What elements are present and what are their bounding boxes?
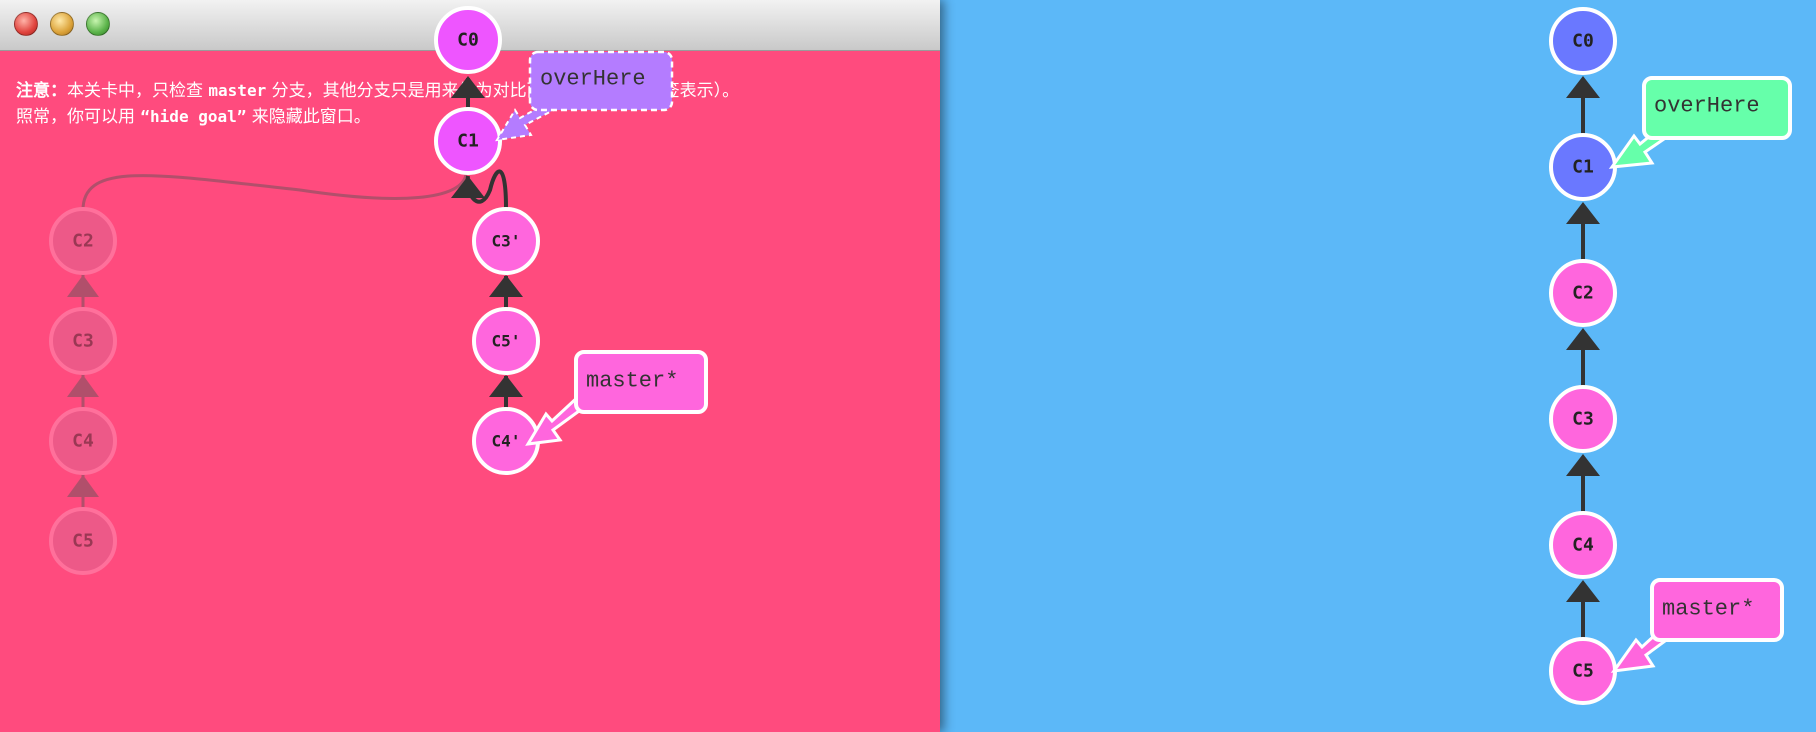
notice-hide-goal-code: “hide goal” xyxy=(140,107,247,126)
goal-commit-c1[interactable] xyxy=(434,107,502,175)
current-master-tag-box xyxy=(1650,578,1784,642)
current-arrow-c1-c0 xyxy=(1566,76,1600,98)
notice-line2-text-a: 照常，你可以用 xyxy=(16,107,141,127)
current-commit-c1-label: C1 xyxy=(1572,157,1594,178)
goal-arrow-c1-c0 xyxy=(451,76,485,98)
goal-arrow-c3p-c1 xyxy=(451,176,485,198)
current-commit-c3[interactable] xyxy=(1549,385,1617,453)
notice-line1-text-a: 本关卡中，只检查 xyxy=(67,81,209,101)
goal-commit-c4[interactable] xyxy=(49,407,117,475)
current-arrow-c2-c1 xyxy=(1566,202,1600,224)
goal-branch-master[interactable]: master* xyxy=(525,350,708,446)
goal-commit-c4-label: C4 xyxy=(72,431,94,452)
current-arrow-c4-c3 xyxy=(1566,454,1600,476)
notice-line2-text-b: 来隐藏此窗口。 xyxy=(246,107,371,127)
goal-main-commits: C0 C1 C3' C5' C4' overHere master* xyxy=(434,6,708,475)
current-commit-c2-label: C2 xyxy=(1572,283,1594,304)
goal-commit-c3[interactable] xyxy=(49,307,117,375)
current-branch-master[interactable]: master* xyxy=(1610,578,1784,673)
goal-faded-edge-c2-c1 xyxy=(81,174,468,211)
current-master-tag-label: master* xyxy=(1662,597,1754,622)
notice-strong-label: 注意： xyxy=(16,81,67,101)
current-commit-tree: C0 C1 C2 C3 C4 C5 overHere master* xyxy=(1549,7,1792,705)
goal-arrow-c5p-c3p xyxy=(489,275,523,297)
minimize-window-button[interactable] xyxy=(50,12,74,36)
goal-master-tag-box xyxy=(574,350,708,414)
goal-commit-c0-label: C0 xyxy=(457,30,479,51)
goal-master-tag-label: master* xyxy=(586,369,678,394)
goal-commit-c5[interactable] xyxy=(49,507,117,575)
goal-faded-arrow-c5-c4 xyxy=(67,475,99,497)
notice-master-code: master xyxy=(208,81,267,100)
current-arrow-c3-c2 xyxy=(1566,328,1600,350)
goal-commit-c3-label: C3 xyxy=(72,331,94,352)
current-commit-c0[interactable] xyxy=(1549,7,1617,75)
current-arrow-c5-c4 xyxy=(1566,580,1600,602)
goal-commit-c1-label: C1 xyxy=(457,131,479,152)
current-commit-c0-label: C0 xyxy=(1572,31,1594,52)
goal-commit-c3-prime-label: C3' xyxy=(492,232,521,251)
current-commit-c3-label: C3 xyxy=(1572,409,1594,430)
goal-faded-arrow-c4-c3 xyxy=(67,375,99,397)
goal-overhere-tag-label: overHere xyxy=(540,67,646,92)
goal-commit-c3-prime[interactable] xyxy=(472,207,540,275)
goal-commit-c4-prime-label: C4' xyxy=(492,432,521,451)
goal-faded-arrow-c3-c2 xyxy=(67,275,99,297)
goal-commit-c2-label: C2 xyxy=(72,231,94,252)
close-window-button[interactable] xyxy=(14,12,38,36)
maximize-window-button[interactable] xyxy=(86,12,110,36)
current-overhere-tag-box xyxy=(1642,76,1792,140)
goal-commit-c0[interactable] xyxy=(434,6,502,74)
current-commit-c4-label: C4 xyxy=(1572,535,1594,556)
goal-commit-c5-prime-label: C5' xyxy=(492,332,521,351)
goal-overhere-tag-box xyxy=(528,50,674,112)
current-commit-c2[interactable] xyxy=(1549,259,1617,327)
current-commit-c5-label: C5 xyxy=(1572,661,1594,682)
notice-line-2: 照常，你可以用 “hide goal” 来隐藏此窗口。 xyxy=(16,104,916,130)
goal-branch-overhere[interactable]: overHere xyxy=(495,50,674,142)
current-branch-overhere[interactable]: overHere xyxy=(1608,76,1792,169)
current-overhere-tag-label: overHere xyxy=(1654,94,1760,119)
goal-commit-c5-prime[interactable] xyxy=(472,307,540,375)
current-commit-c4[interactable] xyxy=(1549,511,1617,579)
goal-arrow-c4p-c5p xyxy=(489,375,523,397)
goal-commit-c2[interactable] xyxy=(49,207,117,275)
goal-commit-c5-label: C5 xyxy=(72,531,94,552)
goal-faded-commits: C2 C3 C4 C5 xyxy=(49,174,468,575)
